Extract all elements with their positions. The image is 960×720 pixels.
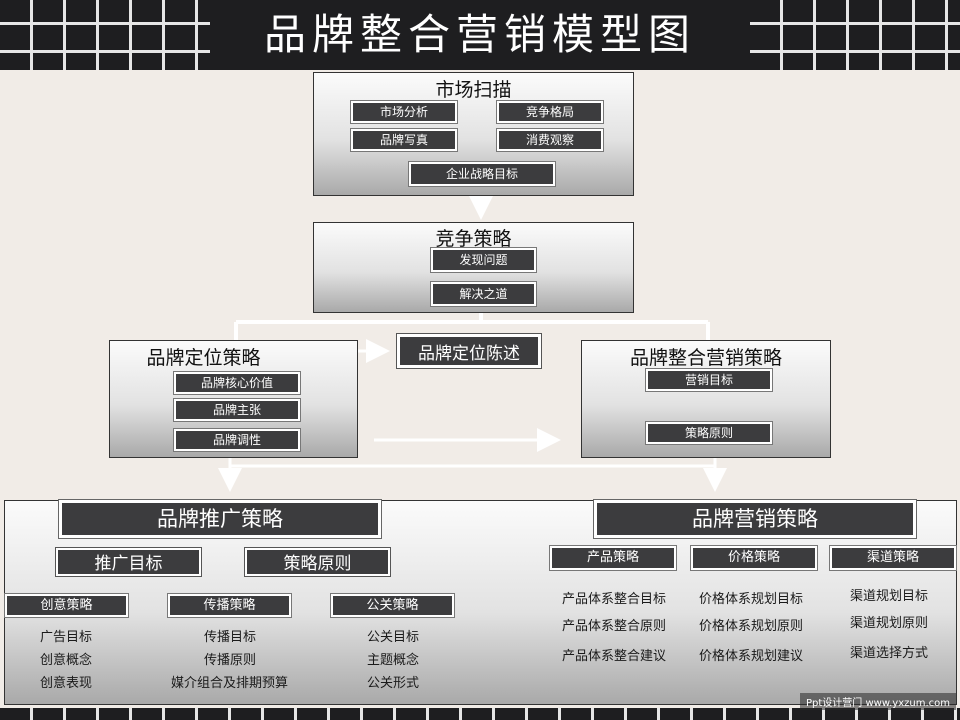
tag-brand-claim: 品牌主张	[174, 399, 300, 421]
list-item: 价格体系规划目标	[699, 592, 804, 607]
tag-solution: 解决之道	[431, 282, 536, 306]
tag-consumer-insight: 消费观察	[497, 129, 603, 151]
list-item: 价格体系规划建议	[699, 649, 804, 664]
mkt-col-label-channel: 渠道策略	[830, 546, 956, 570]
promo-col-label-communication: 传播策略	[168, 594, 291, 617]
footer-strip	[0, 708, 960, 720]
promotion-title: 品牌推广策略	[59, 500, 381, 538]
tag-brand-tone: 品牌调性	[174, 429, 300, 451]
tag-marketing-goal: 营销目标	[646, 369, 772, 391]
list-item: 价格体系规划原则	[699, 619, 804, 634]
list-item: 渠道选择方式	[850, 646, 929, 661]
market-scan-title: 市场扫描	[435, 79, 512, 101]
strategy-box: 品牌推广策略 推广目标 策略原则 创意策略 传播策略 公关策略 广告目标 创意概…	[4, 500, 957, 705]
positioning-statement: 品牌定位陈述	[397, 334, 541, 368]
banner-grid-right	[750, 0, 960, 70]
tag-corporate-goal: 企业战略目标	[409, 162, 555, 186]
competition-title: 竞争策略	[435, 228, 512, 250]
banner-grid-left	[0, 0, 210, 70]
tag-strategy-principle: 策略原则	[646, 422, 772, 444]
promo-col-label-creative: 创意策略	[5, 594, 128, 617]
list-item: 传播原则	[204, 653, 257, 668]
tag-market-analysis: 市场分析	[351, 101, 457, 123]
list-item: 公关目标	[367, 630, 420, 645]
list-item: 传播目标	[204, 630, 257, 645]
page-title: 品牌整合营销模型图	[263, 10, 696, 59]
list-item: 创意概念	[40, 653, 93, 668]
promo-col-label-pr: 公关策略	[331, 594, 454, 617]
competition-box: 竞争策略 发现问题 解决之道	[313, 222, 634, 313]
market-scan-box: 市场扫描 市场分析 竞争格局 品牌写真 消费观察 企业战略目标	[313, 72, 634, 196]
tag-find-problem: 发现问题	[431, 248, 536, 272]
promotion-subtag-goal: 推广目标	[56, 548, 201, 576]
tag-brand-portrait: 品牌写真	[351, 129, 457, 151]
integrated-box: 品牌整合营销策略 营销目标 策略原则	[581, 340, 831, 458]
list-item: 产品体系整合原则	[562, 619, 667, 634]
integrated-title: 品牌整合营销策略	[629, 347, 782, 369]
tag-competitive-landscape: 竞争格局	[497, 101, 603, 123]
list-item: 产品体系整合建议	[562, 649, 667, 664]
mkt-col-label-product: 产品策略	[550, 546, 676, 570]
list-item: 广告目标	[40, 630, 93, 645]
watermark: Ppt设计营门 www.yxzum.com	[800, 693, 956, 710]
list-item: 渠道规划原则	[850, 616, 929, 631]
positioning-box: 品牌定位策略 品牌核心价值 品牌主张 品牌调性	[109, 340, 358, 458]
list-item: 产品体系整合目标	[562, 592, 667, 607]
positioning-title: 品牌定位策略	[146, 347, 261, 369]
promotion-subtag-principle: 策略原则	[245, 548, 390, 576]
mkt-col-label-price: 价格策略	[691, 546, 817, 570]
list-item: 渠道规划目标	[850, 589, 929, 604]
marketing-title: 品牌营销策略	[594, 500, 916, 538]
list-item: 媒介组合及排期预算	[171, 676, 289, 691]
list-item: 公关形式	[367, 676, 420, 691]
list-item: 创意表现	[40, 676, 93, 691]
tag-core-value: 品牌核心价值	[174, 372, 300, 394]
title-banner: 品牌整合营销模型图	[0, 0, 960, 70]
list-item: 主题概念	[367, 653, 420, 668]
